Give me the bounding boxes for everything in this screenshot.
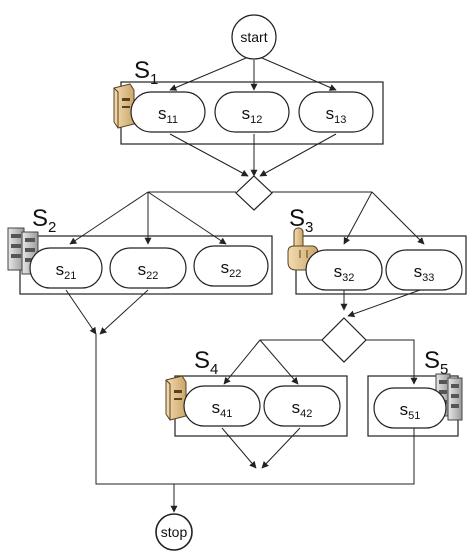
service-s22-alt: s22 — [193, 245, 269, 287]
group-s2: S2 s21 s22 s22 — [7, 205, 273, 295]
group-s4: S4 s41 s42 — [165, 347, 348, 437]
decision-node-2 — [321, 317, 367, 363]
edge-decision1-s22b — [147, 191, 227, 245]
edge-start-s13 — [261, 57, 337, 91]
edge-decision2-s41 — [223, 339, 261, 385]
stop-label: stop — [161, 524, 188, 540]
service-s42: s42 — [263, 385, 341, 427]
service-s12: s12 — [214, 91, 290, 133]
service-label-s12: s12 — [242, 104, 263, 126]
server-tower-icon — [165, 375, 187, 421]
service-s21: s21 — [29, 247, 103, 289]
group-label-s2: S2 — [32, 205, 56, 236]
group-label-s5: S5 — [424, 347, 448, 378]
service-s22: s22 — [109, 247, 187, 289]
edge-decision1-s21 — [69, 191, 149, 245]
group-label-s3: S3 — [289, 205, 313, 236]
start-label: start — [240, 29, 267, 45]
edge-s22-join2 — [99, 289, 149, 335]
service-label-s32: s32 — [334, 262, 355, 284]
edge-s51-merge — [174, 428, 415, 485]
edge-s42-join4 — [261, 427, 301, 469]
group-s5: S5 s51 — [367, 347, 463, 437]
edge-decision1-s33 — [371, 191, 425, 245]
service-s11: s11 — [130, 91, 206, 133]
server-tower-icon — [113, 83, 135, 129]
group-label-s4: S4 — [194, 347, 218, 378]
service-label-s11: s11 — [158, 104, 178, 126]
edge-s13-decision1 — [259, 133, 337, 177]
group-s3: S3 s32 s33 — [287, 205, 467, 295]
edge-s21-join2 — [65, 289, 97, 335]
service-s33: s33 — [385, 249, 463, 291]
edge-decision2-s42 — [259, 339, 299, 385]
edge-s11-decision1 — [169, 133, 249, 177]
stop-node: stop — [155, 513, 193, 551]
edge-decision1-s32 — [343, 191, 373, 245]
service-label-s42: s42 — [292, 398, 313, 420]
group-s1: S1 s11 s12 s13 — [113, 57, 384, 145]
service-label-s51: s51 — [400, 400, 421, 422]
edge-s41-join4 — [221, 427, 257, 469]
service-label-s41: s41 — [212, 398, 233, 420]
service-s51: s51 — [373, 387, 447, 429]
service-label-s22-alt: s22 — [221, 258, 242, 280]
edge-decision2-s51 — [366, 339, 418, 385]
service-label-s13: s13 — [326, 104, 347, 126]
service-s32: s32 — [305, 249, 383, 291]
edges — [65, 57, 425, 513]
service-s13: s13 — [298, 91, 374, 133]
service-label-s21: s21 — [56, 260, 77, 282]
service-label-s33: s33 — [414, 262, 435, 284]
start-node: start — [231, 14, 277, 60]
decision-node-1 — [235, 175, 273, 211]
service-label-s22: s22 — [138, 260, 159, 282]
service-s41: s41 — [183, 385, 261, 427]
edge-start-s11 — [169, 57, 247, 91]
group-label-s1: S1 — [134, 57, 158, 88]
server-rack-icon — [7, 227, 39, 275]
edge-join2-merge — [95, 334, 174, 485]
